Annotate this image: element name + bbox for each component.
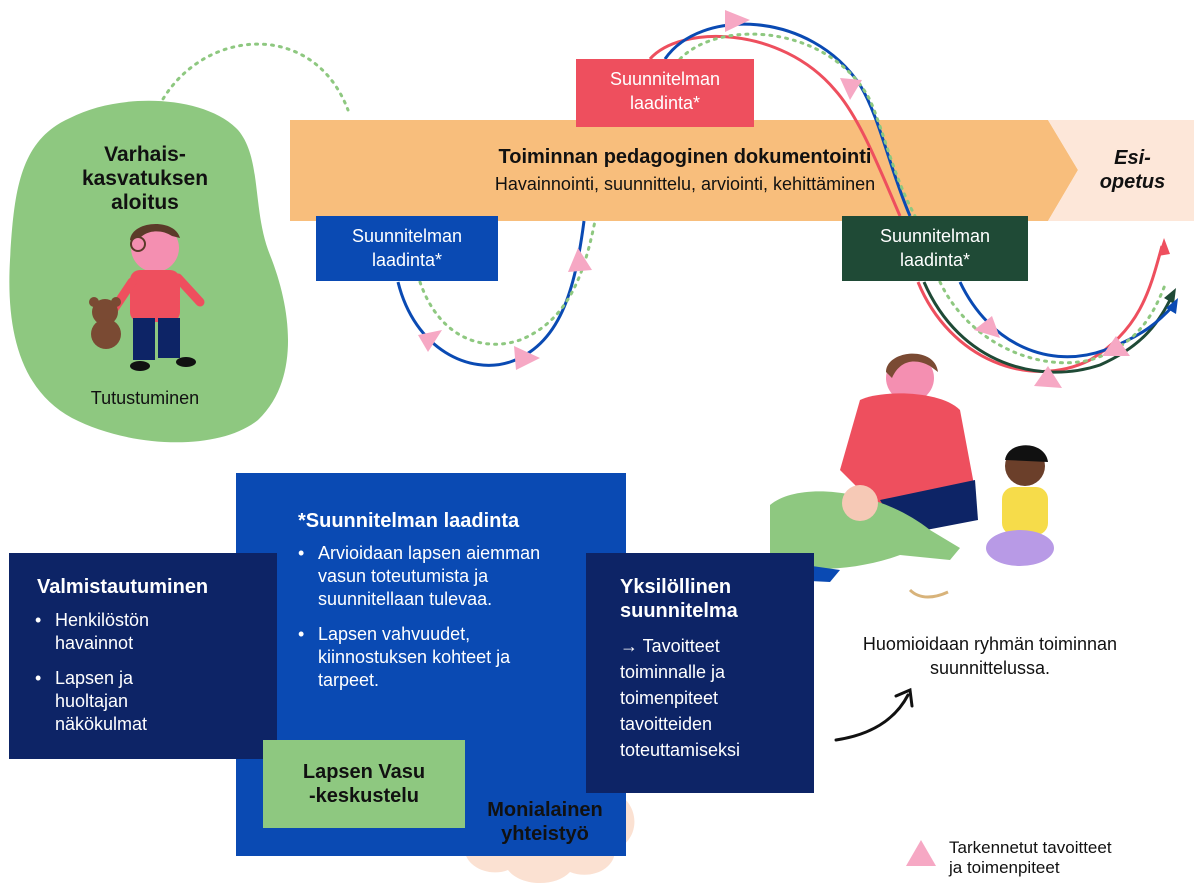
start-title: Varhais- kasvatuksen aloitus bbox=[60, 143, 230, 215]
pink-triangle-8 bbox=[1102, 336, 1130, 356]
group-note: Huomioidaan ryhmän toiminnan suunnittelu… bbox=[862, 634, 1118, 678]
child-illustration bbox=[89, 223, 205, 371]
planning-list: Arvioidaan lapsen aiemman vasun toteutum… bbox=[292, 542, 562, 704]
group-arrowhead bbox=[894, 687, 914, 708]
vasu-line: -keskustelu bbox=[308, 785, 420, 807]
preschool-band bbox=[1048, 120, 1194, 221]
preschool-label-line: opetus bbox=[1099, 171, 1166, 193]
preparation-list: Henkilöstön havainnot Lapsen ja huoltaja… bbox=[29, 609, 209, 748]
pink-triangle-2 bbox=[514, 346, 540, 370]
start-title-line: Varhais- bbox=[104, 143, 186, 166]
plan-box-red: Suunnitelman laadinta* bbox=[576, 59, 754, 127]
pink-triangle-1 bbox=[418, 330, 442, 352]
planning-title: *Suunnitelman laadinta bbox=[298, 510, 520, 532]
legend-pink-triangle-icon bbox=[906, 840, 936, 866]
planning-item: Lapsen vahvuudet, kiinnostuksen kohteet … bbox=[292, 623, 562, 692]
vasu-discussion-box: Lapsen Vasu -keskustelu bbox=[263, 740, 465, 828]
pink-triangle-7 bbox=[1034, 366, 1062, 388]
cooperation-text: Monialainen yhteistyö bbox=[470, 798, 620, 846]
plan-box-line: laadinta* bbox=[629, 93, 701, 113]
documentation-band bbox=[290, 120, 1078, 221]
preparation-item: Lapsen ja huoltajan näkökulmat bbox=[29, 667, 209, 736]
pink-triangle-3 bbox=[568, 248, 592, 272]
individual-title-line: Yksilöllinen bbox=[620, 576, 732, 598]
individual-title-line: suunnitelma bbox=[620, 600, 738, 622]
individual-plan-box: Yksilöllinen suunnitelma → Tavoitteet to… bbox=[586, 553, 814, 793]
wave-darkgreen-right bbox=[922, 281, 1174, 374]
group-arrow bbox=[834, 693, 910, 742]
preparation-item: Henkilöstön havainnot bbox=[29, 609, 209, 655]
legend-text: Tarkennetut tavoitteet ja toimenpiteet bbox=[949, 838, 1189, 878]
band-subtitle: Havainnointi, suunnittelu, arviointi, ke… bbox=[494, 174, 876, 194]
preschool-label-line: Esi- bbox=[1114, 147, 1151, 169]
start-subtitle: Tutustuminen bbox=[90, 388, 200, 408]
individual-title: Yksilöllinen suunnitelma bbox=[620, 575, 738, 623]
band-title: Toiminnan pedagoginen dokumentointi bbox=[498, 146, 872, 168]
vasu-text: Lapsen Vasu -keskustelu bbox=[263, 760, 465, 808]
wave-dotted-top bbox=[678, 32, 917, 218]
arrowhead-blue bbox=[1166, 298, 1178, 314]
vasu-line: Lapsen Vasu bbox=[302, 761, 426, 783]
cooperation-line: yhteistyö bbox=[501, 823, 589, 845]
plan-box-line: Suunnitelman bbox=[351, 226, 463, 246]
legend-line: Tarkennetut tavoitteet bbox=[949, 838, 1112, 857]
plan-box-green: Suunnitelman laadinta* bbox=[842, 216, 1028, 281]
plan-box-line: Suunnitelman bbox=[609, 69, 721, 89]
start-title-line: aloitus bbox=[111, 191, 179, 214]
plan-box-line: Suunnitelman bbox=[879, 226, 991, 246]
plan-box-line: laadinta* bbox=[371, 250, 443, 270]
pink-triangle-4 bbox=[725, 10, 750, 32]
legend-line: ja toimenpiteet bbox=[949, 858, 1060, 877]
plan-box-line: laadinta* bbox=[899, 250, 971, 270]
preschool-label: Esi- opetus bbox=[1075, 146, 1190, 194]
wave-blue-left bbox=[396, 220, 586, 367]
pink-triangle-6 bbox=[974, 316, 1000, 338]
cooperation-line: Monialainen bbox=[487, 799, 603, 821]
preparation-title: Valmistautuminen bbox=[37, 576, 209, 598]
dotted-path-start bbox=[148, 42, 350, 130]
individual-body: → Tavoitteet toiminnalle ja toimenpiteet… bbox=[620, 636, 741, 760]
arrowhead-darkgreen bbox=[1164, 288, 1176, 304]
pink-triangle-5 bbox=[840, 78, 862, 100]
plan-box-blue: Suunnitelman laadinta* bbox=[316, 216, 498, 281]
start-title-line: kasvatuksen bbox=[81, 167, 209, 190]
arrowhead-red bbox=[1158, 238, 1170, 256]
wave-dotted-right bbox=[938, 280, 1167, 365]
planning-item: Arvioidaan lapsen aiemman vasun toteutum… bbox=[292, 542, 562, 611]
preparation-box: Valmistautuminen Henkilöstön havainnot L… bbox=[9, 553, 277, 759]
